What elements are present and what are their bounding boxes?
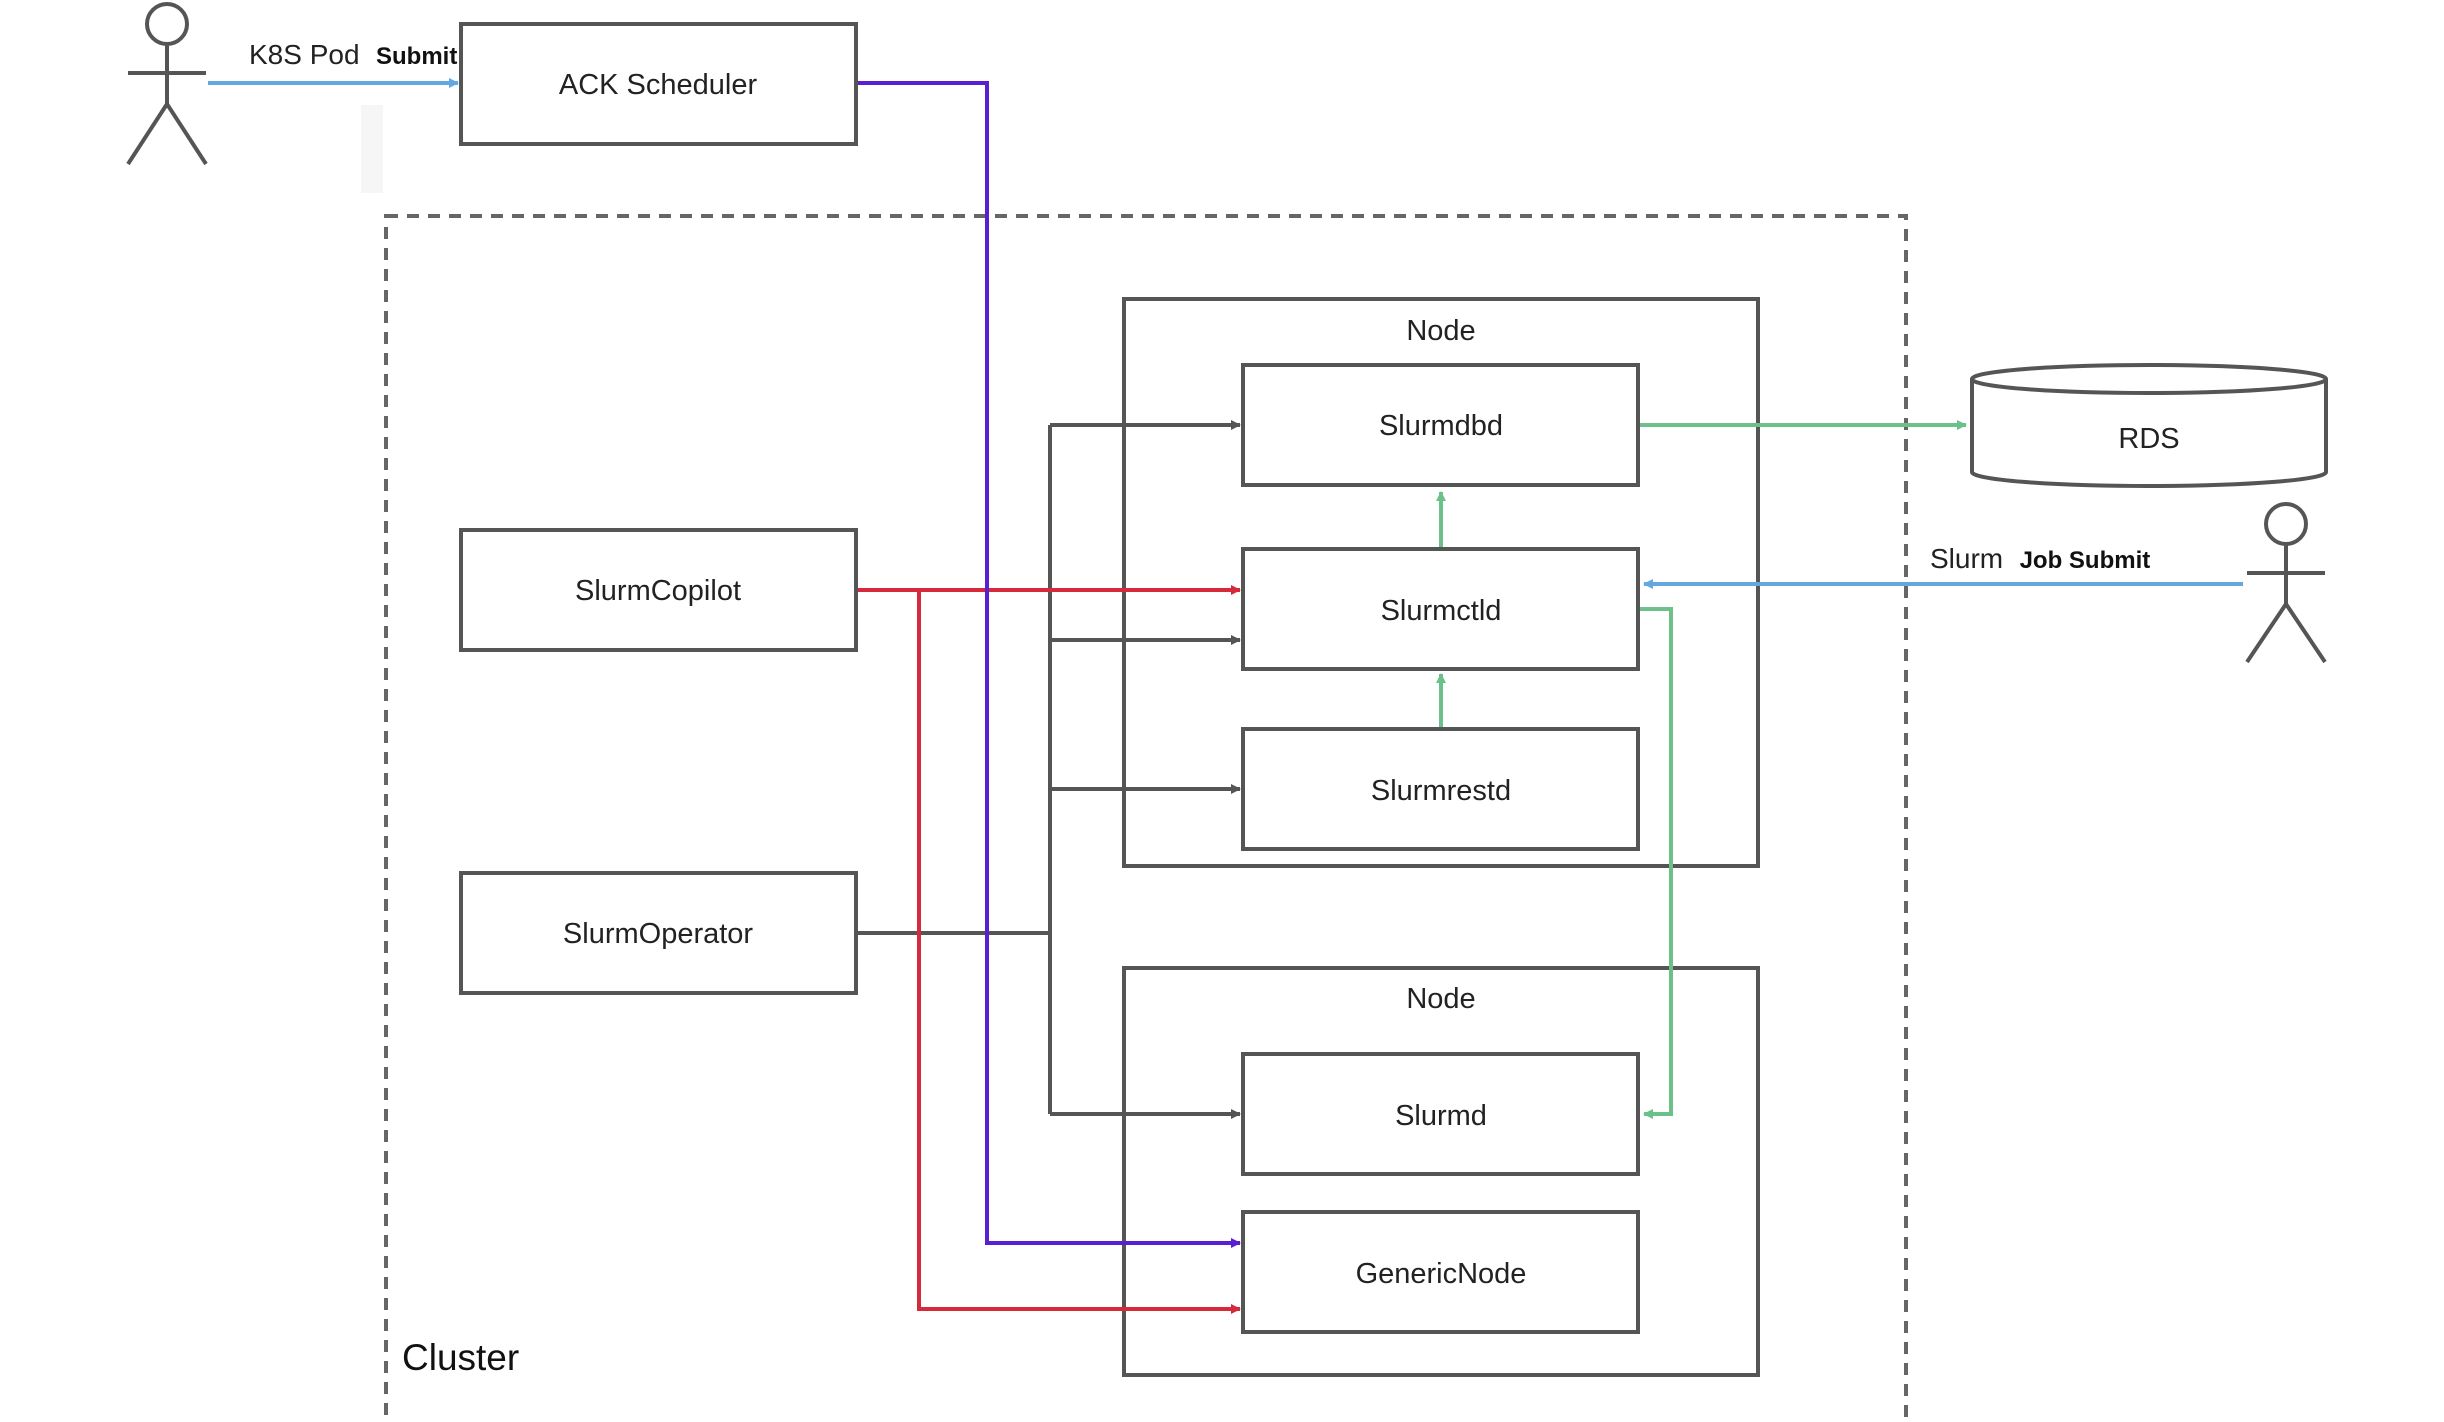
slurmdbd-box: Slurmdbd	[1241, 363, 1640, 487]
copilot-edges	[856, 585, 1241, 1314]
node-container-top-label: Node	[1406, 315, 1475, 347]
node-container-bottom-label: Node	[1406, 983, 1475, 1015]
k8s-submit-label: K8S Pod Submit	[249, 39, 457, 70]
slurm-copilot-box: SlurmCopilot	[459, 528, 858, 652]
slurmctld-to-slurmd	[1638, 607, 1673, 1119]
generic-node-label: GenericNode	[1356, 1258, 1527, 1290]
node-container-bottom: Node	[1122, 966, 1760, 1377]
slurmctld-box: Slurmctld	[1241, 547, 1640, 671]
slurm-job-submit-label: Slurm Job Submit	[1930, 543, 2150, 574]
slurm-user-actor-icon	[2245, 502, 2327, 664]
faint-mark	[361, 105, 383, 193]
ack-scheduler-box: ACK Scheduler	[459, 22, 858, 146]
slurm-internal-edges	[1436, 420, 1967, 1119]
cluster-label: Cluster	[402, 1337, 519, 1378]
user-actor-icon	[126, 2, 208, 166]
slurm-job-submit-label-main: Slurm	[1930, 543, 2003, 574]
slurm-operator-label: SlurmOperator	[563, 918, 754, 950]
operator-edges	[856, 420, 1241, 1119]
slurmrestd-label: Slurmrestd	[1371, 775, 1511, 807]
slurmctld-label: Slurmctld	[1381, 595, 1502, 627]
rds-cylinder-body	[1970, 379, 2328, 488]
slurmd-label: Slurmd	[1395, 1100, 1487, 1132]
rds-cylinder-top	[1970, 363, 2328, 395]
copilot-to-genericnode	[917, 590, 1241, 1314]
generic-node-box: GenericNode	[1241, 1210, 1640, 1334]
ack-scheduler-label: ACK Scheduler	[559, 69, 758, 101]
slurm-copilot-label: SlurmCopilot	[575, 575, 741, 607]
cluster-frame	[384, 214, 1908, 1422]
slurm-operator-box: SlurmOperator	[459, 871, 858, 995]
slurmd-box: Slurmd	[1241, 1052, 1640, 1176]
rds-label: RDS	[2118, 423, 2179, 455]
k8s-submit-label-main: K8S Pod	[249, 39, 360, 70]
rds-database: RDS	[1970, 363, 2328, 488]
scheduler-to-genericnode	[856, 81, 1241, 1248]
slurmrestd-box: Slurmrestd	[1241, 727, 1640, 851]
slurm-job-submit-label-sub: Job Submit	[2020, 547, 2151, 574]
slurmdbd-label: Slurmdbd	[1379, 410, 1503, 442]
k8s-submit-label-sub: Submit	[376, 43, 457, 70]
